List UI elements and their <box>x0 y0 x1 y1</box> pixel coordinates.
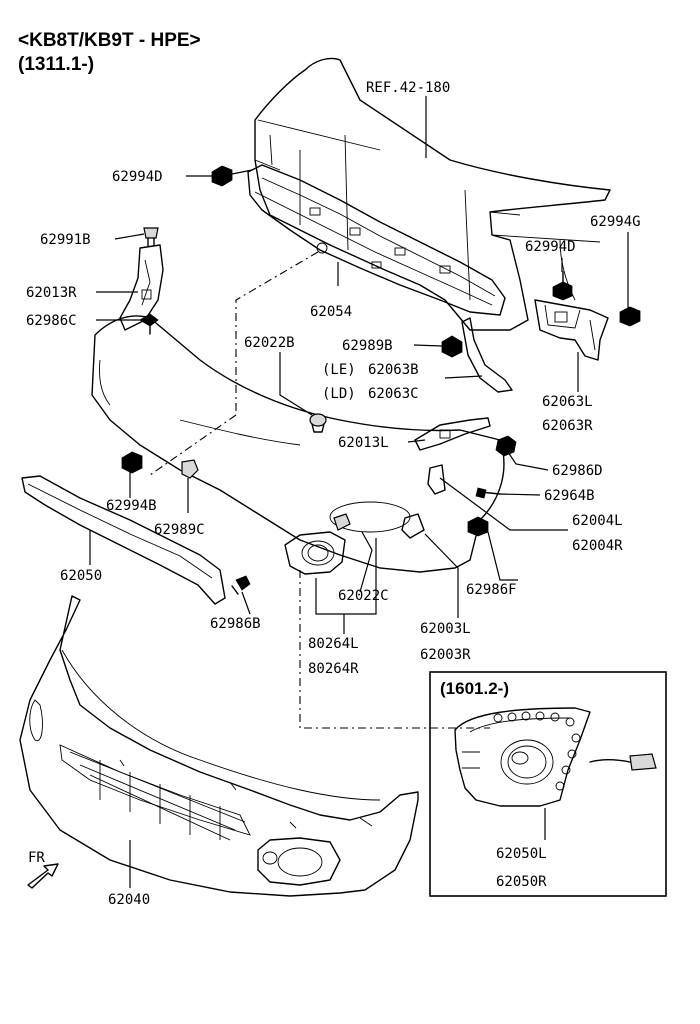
model-header: <KB8T/KB9T - HPE> <box>18 30 201 51</box>
label-62986C: 62986C <box>26 313 77 329</box>
label-le: (LE) <box>322 362 356 378</box>
inset-period: (1601.2-) <box>440 679 509 698</box>
label-62063C: 62063C <box>368 386 419 402</box>
label-62989B: 62989B <box>342 338 393 354</box>
label-62022C: 62022C <box>338 588 389 604</box>
assembly-lines <box>149 251 490 729</box>
label-62040: 62040 <box>108 892 150 908</box>
leader-lines <box>89 96 629 888</box>
bolt-62994D-a <box>211 165 253 187</box>
label-ref: REF.42-180 <box>366 80 450 96</box>
clip-62986D <box>495 435 517 457</box>
clip-62989B <box>441 335 463 358</box>
bracket-62004 <box>427 464 446 495</box>
period-header: (1311.1-) <box>18 54 95 75</box>
label-62050R: 62050R <box>496 874 547 890</box>
front-arrow-icon: FR <box>27 850 59 889</box>
label-62986B: 62986B <box>210 616 261 632</box>
label-62013R: 62013R <box>26 285 77 301</box>
bracket-62003 <box>401 513 425 539</box>
clip-62986F <box>467 516 489 537</box>
label-62989C: 62989C <box>154 522 205 538</box>
label-62003R: 62003R <box>420 647 471 663</box>
label-62991B: 62991B <box>40 232 91 248</box>
label-80264L: 80264L <box>308 636 359 652</box>
bolt-62994B <box>121 451 143 474</box>
label-62004R: 62004R <box>572 538 623 554</box>
bolt-62994G <box>619 306 641 327</box>
fr-label: FR <box>28 850 45 866</box>
label-62004L: 62004L <box>572 513 623 529</box>
clip-62986C <box>139 313 159 335</box>
label-62063R: 62063R <box>542 418 593 434</box>
strip-62050 <box>21 475 226 605</box>
clip-62022C <box>333 513 351 531</box>
clip-62986B <box>231 575 251 595</box>
clip-62989C <box>181 459 199 479</box>
label-62003L: 62003L <box>420 621 471 637</box>
part-labels: REF.42-180 62994D 62994G 62994D 62991B 6… <box>26 80 641 908</box>
body-panel-ref <box>254 57 611 331</box>
label-62994B: 62994B <box>106 498 157 514</box>
label-62994D-a: 62994D <box>112 169 163 185</box>
label-62994D-b: 62994D <box>525 239 576 255</box>
inset-box: (1601.2-) 62050L 62050R <box>429 671 667 897</box>
label-62964B: 62964B <box>544 488 595 504</box>
label-80264R: 80264R <box>308 661 359 677</box>
label-62986D: 62986D <box>552 463 603 479</box>
drl-fog-bezel-62050 <box>454 707 657 807</box>
label-62063L: 62063L <box>542 394 593 410</box>
label-62994G: 62994G <box>590 214 641 230</box>
label-62050L: 62050L <box>496 846 547 862</box>
label-62063B: 62063B <box>368 362 419 378</box>
label-62050: 62050 <box>60 568 102 584</box>
label-ld: (LD) <box>322 386 356 402</box>
bumper-cover-62040 <box>19 595 419 897</box>
bracket-62063 <box>534 299 609 361</box>
label-62054: 62054 <box>310 304 352 320</box>
clip-62991B <box>143 227 159 247</box>
bracket-62063B-C <box>461 317 513 393</box>
clip-62964B <box>475 487 501 499</box>
side-bracket-62013R <box>119 244 164 331</box>
label-62013L: 62013L <box>338 435 389 451</box>
clip-62022B <box>309 413 327 433</box>
label-62986F: 62986F <box>466 582 517 598</box>
carrier-beam-62054 <box>247 164 506 316</box>
fog-bezel-80264 <box>284 531 346 575</box>
bolt-62994D-b <box>552 271 573 301</box>
label-62022B: 62022B <box>244 335 295 351</box>
fasteners <box>121 165 641 595</box>
